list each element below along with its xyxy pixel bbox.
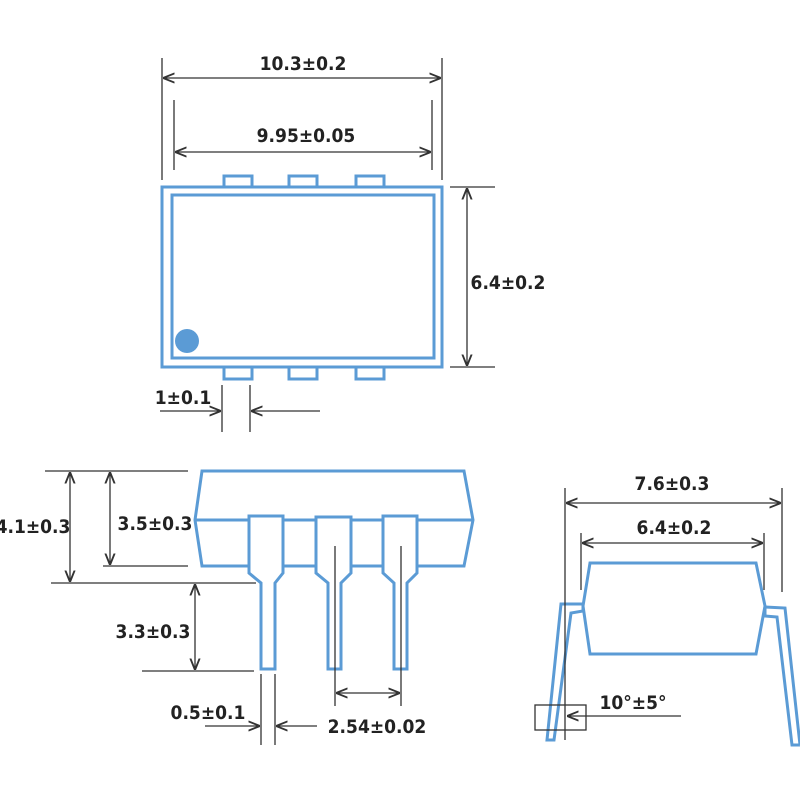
top-body-outer [160, 185, 444, 369]
dim-overall-length: 10.3±0.2 [161, 53, 443, 180]
top-pin [287, 174, 319, 189]
end-view: 7.6±0.3 6.4±0.2 10°±5° [534, 473, 800, 747]
lead-angle-label: 10°±5° [599, 692, 666, 714]
dim-pin-width: 1±0.1 [155, 385, 320, 432]
lead-span-label: 7.6±0.3 [635, 473, 710, 495]
dim-lead-span: 7.6±0.3 [564, 473, 783, 740]
dim-total-height: 4.1±0.3 [0, 472, 70, 582]
dim-lead-width: 0.5±0.1 [171, 674, 317, 745]
width-label: 6.4±0.2 [471, 272, 546, 294]
dim-body-length: 9.95±0.05 [173, 100, 433, 170]
dim-width: 6.4±0.2 [450, 186, 546, 368]
side-view: 4.1±0.3 3.5±0.3 3.3±0.3 0.5±0.1 2.54±0.0… [0, 469, 475, 745]
dim-pitch: 2.54±0.02 [328, 546, 427, 738]
end-lead-left [545, 602, 585, 742]
side-lead [381, 514, 419, 671]
body-height-label: 3.5±0.3 [118, 513, 193, 535]
side-lead [247, 514, 285, 671]
top-view: 10.3±0.2 9.95±0.05 6.4±0.2 1±0.1 [155, 53, 546, 432]
top-body-inner [170, 193, 436, 360]
pin-width-label: 1±0.1 [155, 387, 212, 409]
dim-lead-angle: 10°±5° [534, 692, 681, 731]
overall-length-label: 10.3±0.2 [260, 53, 347, 75]
dim-body-height: 3.5±0.3 [110, 472, 192, 565]
top-pin [222, 174, 254, 189]
lead-width-label: 0.5±0.1 [171, 702, 246, 724]
side-lead [314, 515, 353, 671]
pitch-label: 2.54±0.02 [328, 716, 427, 738]
body-width-label: 6.4±0.2 [637, 517, 712, 539]
pin1-marker [175, 329, 199, 353]
bottom-pin [222, 365, 254, 381]
end-body [581, 561, 767, 656]
bottom-pin [287, 365, 319, 381]
total-height-label: 4.1±0.3 [0, 516, 70, 538]
end-lead-right [763, 605, 800, 747]
dim-lead-length: 3.3±0.3 [116, 584, 195, 670]
top-pin [354, 174, 386, 189]
dim-body-width: 6.4±0.2 [580, 517, 765, 590]
body-length-label: 9.95±0.05 [257, 125, 356, 147]
bottom-pin [354, 365, 386, 381]
lead-length-label: 3.3±0.3 [116, 621, 191, 643]
